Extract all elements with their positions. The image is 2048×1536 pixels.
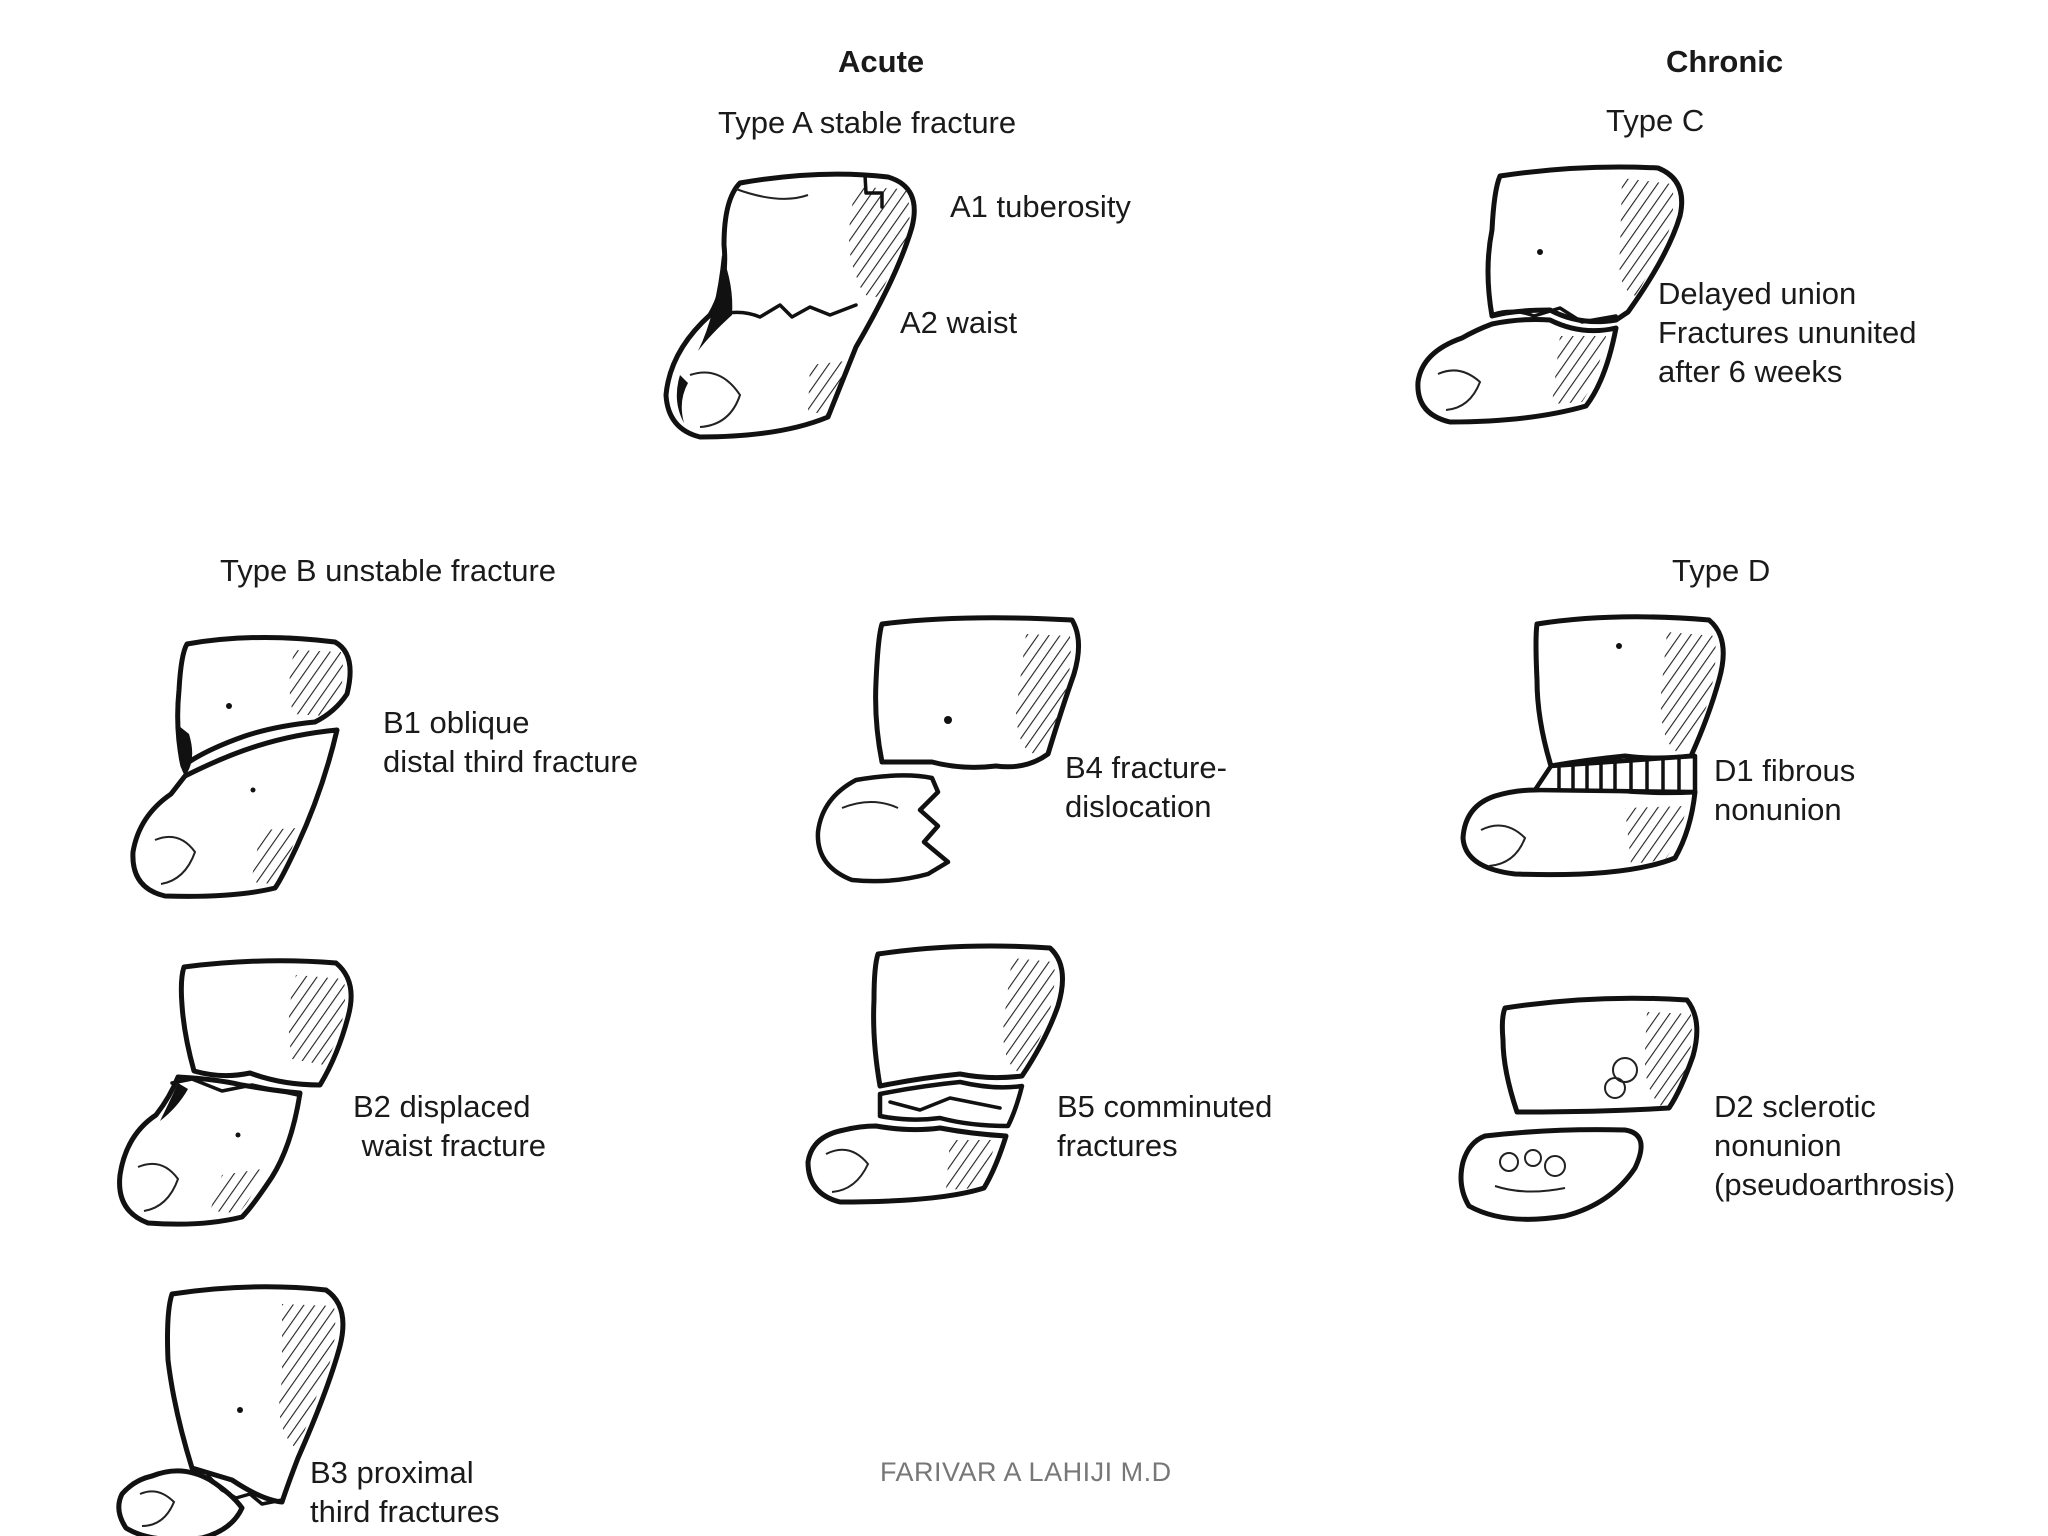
acute-header: Acute	[838, 44, 925, 79]
d1-label-line-1: D1 fibrous	[1714, 753, 1856, 788]
type-c-desc-line-2: Fractures ununited	[1658, 315, 1917, 350]
type-b-title: Type B unstable fracture	[220, 553, 557, 588]
b2-label-line-1: B2 displaced	[353, 1089, 531, 1124]
d1-label-line-2: nonunion	[1714, 792, 1842, 827]
b1-scaphoid-drawing	[130, 634, 353, 899]
b4-scaphoid-drawing	[815, 615, 1081, 884]
b1-label-line-1: B1 oblique	[383, 705, 530, 740]
type-a-title: Type A stable fracture	[718, 105, 1017, 140]
type-c-description: Delayed union Fractures ununited after 6…	[1658, 274, 1916, 391]
d2-label-line-3: (pseudoarthrosis)	[1714, 1167, 1956, 1202]
d2-label-line-2: nonunion	[1714, 1128, 1842, 1163]
chronic-header: Chronic	[1666, 44, 1784, 79]
b5-scaphoid-drawing	[805, 943, 1065, 1205]
b3-label-line-2: third fractures	[310, 1494, 500, 1529]
type-c-desc-line-1: Delayed union	[1658, 276, 1857, 311]
b2-label: B2 displaced waist fracture	[353, 1087, 546, 1165]
d2-scaphoid-drawing	[1458, 995, 1700, 1222]
b4-label-line-2: dislocation	[1065, 789, 1212, 824]
b4-label: B4 fracture- dislocation	[1065, 748, 1227, 826]
b3-label: B3 proximal third fractures	[310, 1453, 500, 1531]
b2-label-line-2: waist fracture	[353, 1128, 546, 1163]
b5-label-line-1: B5 comminuted	[1057, 1089, 1273, 1124]
type-c-scaphoid-drawing	[1415, 164, 1685, 425]
b3-scaphoid-drawing	[116, 1284, 346, 1536]
b1-label: B1 oblique distal third fracture	[383, 703, 638, 781]
b1-label-line-2: distal third fracture	[383, 744, 638, 779]
author-footer: FARIVAR A LAHIJI M.D	[880, 1457, 1172, 1487]
a2-waist-label: A2 waist	[900, 305, 1018, 340]
d2-label-line-1: D2 sclerotic	[1714, 1089, 1876, 1124]
d1-label: D1 fibrous nonunion	[1714, 751, 1855, 829]
d1-scaphoid-drawing	[1460, 614, 1726, 878]
b4-label-line-1: B4 fracture-	[1065, 750, 1227, 785]
b5-label-line-2: fractures	[1057, 1128, 1178, 1163]
d2-label: D2 sclerotic nonunion (pseudoarthrosis)	[1714, 1087, 1955, 1204]
type-a-scaphoid-drawing	[663, 171, 917, 440]
b5-label: B5 comminuted fractures	[1057, 1087, 1272, 1165]
b2-scaphoid-drawing	[117, 958, 354, 1227]
type-c-desc-line-3: after 6 weeks	[1658, 354, 1843, 389]
type-c-title: Type C	[1606, 103, 1705, 138]
b3-label-line-1: B3 proximal	[310, 1455, 474, 1490]
a1-tuberosity-label: A1 tuberosity	[950, 189, 1131, 224]
type-d-title: Type D	[1672, 553, 1771, 588]
